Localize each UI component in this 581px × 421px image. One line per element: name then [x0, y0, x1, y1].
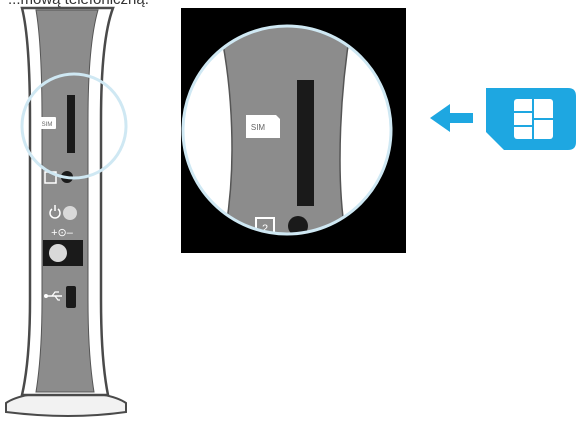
dc-in-icon: +⊙–: [51, 227, 74, 239]
sim-text-zoom: SIM: [251, 123, 266, 132]
reset-number: 2: [262, 223, 268, 235]
sim-slot-small: [67, 95, 75, 153]
sim-card-icon: [486, 88, 576, 150]
router-device: SIM +⊙–: [5, 6, 128, 417]
dc-port: [49, 244, 67, 262]
zoom-panel: SIM 2: [181, 8, 406, 253]
sim-label-zoom: SIM: [246, 115, 280, 138]
callout-ring: [20, 72, 128, 180]
zoom-panel-grey: [217, 26, 353, 234]
power-icon: [49, 205, 61, 219]
arrow-left-icon: [430, 104, 473, 132]
power-button[interactable]: [63, 206, 77, 220]
zoom-circle-ring: [181, 24, 393, 236]
reset-icon-zoom: 2: [255, 217, 275, 235]
sim-slot-zoom: [297, 80, 314, 206]
sim-label-small: SIM: [38, 117, 56, 129]
usb-icon: [44, 291, 62, 301]
reset-hole-zoom: [288, 216, 308, 234]
sim-text-small: SIM: [42, 122, 53, 128]
usb-port: [66, 286, 76, 308]
caption-text: ...mową telefoniczną.: [8, 0, 149, 8]
